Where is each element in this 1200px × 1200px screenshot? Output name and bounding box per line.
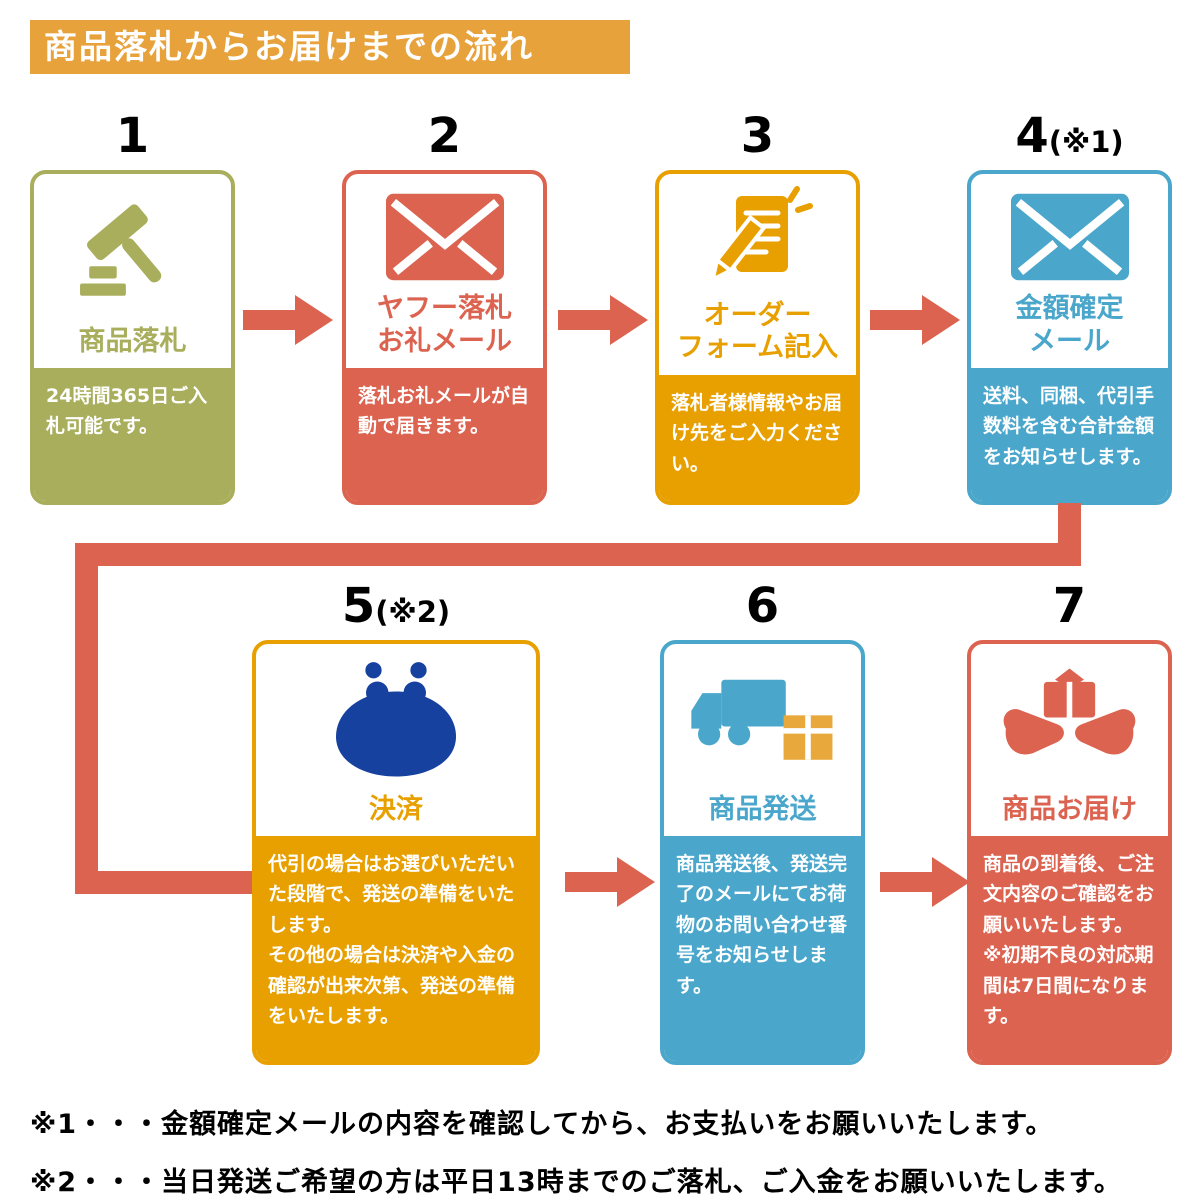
step-card-5: 決済 代引の場合はお選びいただいた段階で、発送の準備をいたします。 その他の場合… [252,640,540,1065]
mail-icon [971,174,1168,289]
mail-icon [346,174,543,289]
arrow-right-icon [870,295,960,345]
step-title: 金額確定 メール [1015,293,1124,357]
step-number-1: 1 [30,112,235,160]
arrow-right-icon [558,295,648,345]
gavel-icon [34,174,231,322]
step-description: 商品発送後、発送完了のメールにてお荷物のお問い合わせ番号をお知らせします。 [664,836,861,1061]
flow-connector-segment [75,543,1081,566]
step-description: 商品の到着後、ご注文内容のご確認をお願いいたします。 ※初期不良の対応期間は7日… [971,836,1168,1061]
step-number-value: 4 [1015,108,1049,164]
step-title: 商品落札 [78,325,187,357]
step-number-7: 7 [967,582,1172,630]
step-title: 決済 [369,793,423,825]
flow-connector-segment [75,871,254,894]
step-number-value: 3 [740,108,775,164]
step-title: 商品発送 [708,793,817,825]
arrow-right-icon [565,857,655,907]
step-card-2: ヤフー落札 お礼メール 落札お礼メールが自動で届きます。 [342,170,547,505]
step-card-1: 商品落札 24時間365日ご入札可能です。 [30,170,235,505]
step-description: 落札者様情報やお届け先をご入力ください。 [659,374,856,501]
flow-connector-segment [75,543,98,894]
step-description: 代引の場合はお選びいただいた段階で、発送の準備をいたします。 その他の場合は決済… [256,836,536,1061]
step-number-value: 5 [341,578,376,634]
step-description: 送料、同梱、代引手数料を含む合計金額をお知らせします。 [971,368,1168,501]
step-description: 落札お礼メールが自動で届きます。 [346,368,543,501]
arrow-right-icon [880,857,970,907]
purse-icon [256,644,536,790]
order-form-icon [659,174,856,296]
step-number-value: 6 [745,578,780,634]
page-title: 商品落札からお届けまでの流れ [30,20,630,74]
step-number-suffix: (※2) [375,595,451,629]
step-number-value: 1 [115,108,150,164]
step-number-5: 5(※2) [252,582,540,630]
step-card-4: 金額確定 メール 送料、同梱、代引手数料を含む合計金額をお知らせします。 [967,170,1172,505]
step-number-suffix: (※1) [1048,125,1124,159]
step-card-6: 商品発送 商品発送後、発送完了のメールにてお荷物のお問い合わせ番号をお知らせしま… [660,640,865,1065]
step-number-value: 2 [427,108,462,164]
step-number-3: 3 [655,112,860,160]
footnote-1: ※1・・・金額確定メールの内容を確認してから、お支払いをお願いいたします。 [30,1109,1054,1140]
step-title: ヤフー落札 お礼メール [377,293,512,357]
step-card-7: 商品お届け 商品の到着後、ご注文内容のご確認をお願いいたします。 ※初期不良の対… [967,640,1172,1065]
step-number-2: 2 [342,112,547,160]
step-title: オーダー フォーム記入 [676,300,839,364]
footnote-2: ※2・・・当日発送ご希望の方は平日13時までのご落札、ご入金をお願いいたします。 [30,1167,1122,1198]
step-title: 商品お届け [1002,793,1137,825]
step-description: 24時間365日ご入札可能です。 [34,368,231,501]
arrow-right-icon [243,295,333,345]
hands-package-icon [971,644,1168,790]
step-card-3: オーダー フォーム記入 落札者様情報やお届け先をご入力ください。 [655,170,860,505]
truck-box-icon [664,644,861,790]
step-number-4: 4(※1) [967,112,1172,160]
step-number-value: 7 [1052,578,1087,634]
step-number-6: 6 [660,582,865,630]
